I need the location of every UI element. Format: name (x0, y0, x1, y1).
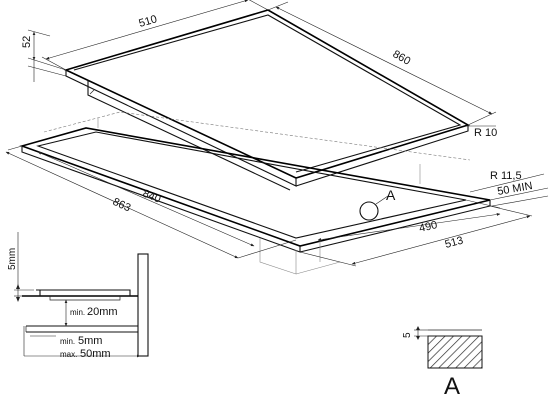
dim-worktop-depth: 513 (299, 205, 533, 267)
dim-cutout-radius: R 11,5 (469, 170, 545, 193)
dim-min-front-distance: 50 MIN (489, 180, 549, 207)
label-detail-offset: 5 (402, 332, 413, 338)
label-panel-min-value: 5mm (78, 335, 102, 347)
side-section: 5mm min. 20mm min. 5mm max. 50mm (7, 232, 149, 360)
label-worktop-width: 863 (111, 196, 133, 215)
dim-hob-width: 510 (41, 0, 269, 71)
dim-cutout-width: 840 (7, 145, 255, 247)
label-hob-radius: R 10 (474, 127, 497, 139)
label-under-clearance-value: 20mm (87, 306, 118, 318)
label-panel-min-prefix: min. (60, 337, 75, 346)
detail-circle-a (359, 201, 379, 221)
label-min-front-distance: 50 MIN (496, 180, 533, 198)
dim-hob-height: 52 (21, 29, 67, 82)
label-panel-max-value: 50mm (80, 348, 111, 360)
detail-a: 5 A (402, 326, 483, 400)
dim-worktop-width: 863 (5, 151, 297, 259)
label-panel-max-prefix: max. (60, 350, 77, 359)
label-cutout-width: 840 (141, 188, 163, 206)
label-top-clearance: 5mm (7, 248, 18, 270)
dim-hob-radius: R 10 (466, 125, 497, 139)
label-detail-title: A (444, 373, 460, 400)
label-cutout-radius: R 11,5 (490, 170, 522, 182)
label-worktop-depth: 513 (444, 235, 465, 251)
label-detail-marker: A (386, 187, 396, 203)
label-hob-height: 52 (21, 36, 33, 48)
label-hob-depth: 860 (391, 48, 413, 68)
label-hob-width: 510 (138, 13, 159, 30)
dim-hob-depth: 860 (267, 1, 497, 126)
label-cutout-depth: 490 (418, 219, 439, 235)
label-under-clearance-prefix: min. (70, 308, 85, 317)
